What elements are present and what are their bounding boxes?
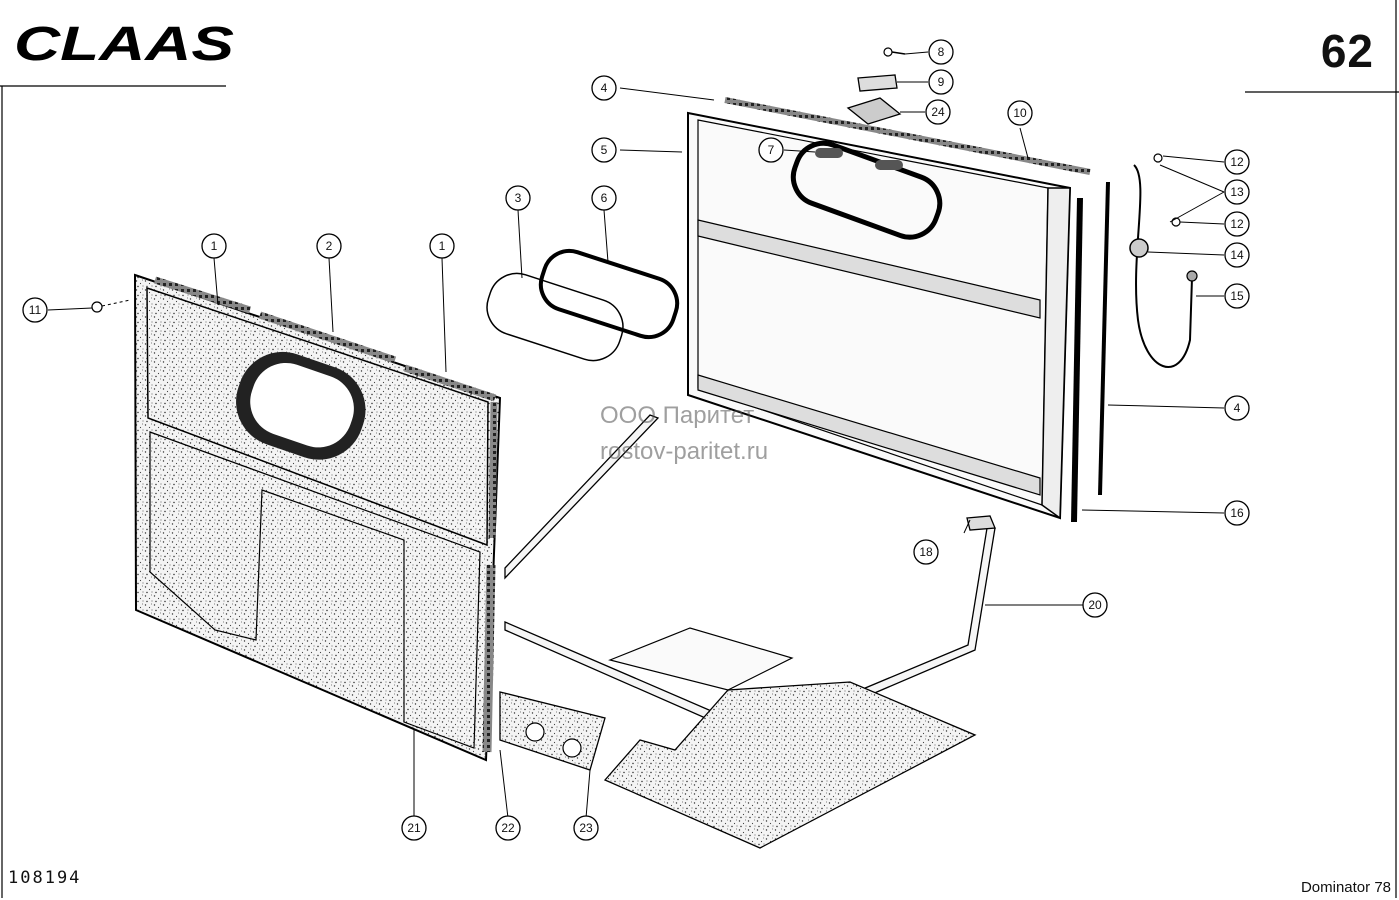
callout-label: 24 [931,105,945,119]
callout-bubble [758,137,784,163]
callout-label: 9 [938,75,945,89]
callout-bubble [401,815,427,841]
callout-4: 4 [591,75,617,101]
rear-wall [687,97,1091,520]
callout-8: 8 [928,39,954,65]
callout-bubble [928,39,954,65]
callout-21: 21 [401,815,427,841]
hardware-parts [91,47,906,313]
callout-bubble [1224,149,1250,175]
watermark-company: ООО Паритет [600,402,755,429]
callout-bubble [573,815,599,841]
callout-label: 6 [601,191,608,205]
callout-13: 13 [1224,179,1250,205]
watermark: ООО Паритет rostov-paritet.ru [600,398,768,470]
callout-11: 11 [22,297,48,323]
callout-label: 18 [919,545,933,559]
callout-label: 4 [601,81,608,95]
callout-label: 4 [1234,401,1241,415]
callout-15: 15 [1224,283,1250,309]
callout-bubble [591,185,617,211]
callout-bubble [1224,395,1250,421]
callout-label: 1 [211,239,218,253]
callout-label: 5 [601,143,608,157]
callout-2: 2 [316,233,342,259]
callout-bubble [316,233,342,259]
callout-label: 2 [326,239,333,253]
callout-bubble [1224,211,1250,237]
callout-label: 15 [1230,289,1244,303]
drawing-number: 108194 [8,868,82,888]
page-number: 62 [1320,25,1374,77]
callout-label: 3 [515,191,522,205]
callout-label: 16 [1230,506,1244,520]
callout-4: 4 [1224,395,1250,421]
callout-label: 11 [29,303,42,317]
floor-frame [499,414,996,849]
callout-18: 18 [913,539,939,565]
callout-24: 24 [925,99,951,125]
callout-label: 10 [1013,106,1027,120]
callout-bubble [1224,242,1250,268]
callout-12: 12 [1224,149,1250,175]
callout-3: 3 [505,185,531,211]
callout-9: 9 [928,69,954,95]
callout-label: 20 [1088,598,1102,612]
claas-logo-text: CLAAS [14,18,234,68]
callout-label: 22 [501,821,515,835]
callout-bubble [1224,500,1250,526]
model-name: Dominator 78 [1300,879,1391,896]
callout-label: 21 [407,821,421,835]
window-glass [486,248,680,362]
side-panel [133,273,502,762]
callout-23: 23 [573,815,599,841]
callout-16: 16 [1224,500,1250,526]
callout-5: 5 [591,137,617,163]
claas-logo: CLAAS [14,18,234,68]
callout-bubble [201,233,227,259]
callout-6: 6 [591,185,617,211]
callout-1: 1 [201,233,227,259]
callout-bubble [928,69,954,95]
callout-label: 1 [439,239,446,253]
callout-bubble [505,185,531,211]
callout-label: 7 [768,143,775,157]
callout-14: 14 [1224,242,1250,268]
callout-10: 10 [1007,100,1033,126]
callout-bubble [429,233,455,259]
callout-label: 13 [1230,185,1244,199]
callout-bubble [913,539,939,565]
callout-7: 7 [758,137,784,163]
callout-bubble [1007,100,1033,126]
callout-12: 12 [1224,211,1250,237]
callout-bubble [1224,283,1250,309]
callout-label: 23 [579,821,593,835]
callout-20: 20 [1082,592,1108,618]
seal-strips-and-cable [1071,153,1198,523]
watermark-website: rostov-paritet.ru [600,438,769,465]
callout-label: 12 [1230,217,1244,231]
callout-label: 14 [1230,248,1244,262]
callout-bubble [495,815,521,841]
callout-label: 12 [1230,155,1244,169]
callout-bubble [591,137,617,163]
callout-bubble [925,99,951,125]
callout-1: 1 [429,233,455,259]
callout-bubble [22,297,48,323]
callout-label: 8 [938,45,945,59]
callout-bubble [1082,592,1108,618]
callout-bubble [591,75,617,101]
leader-lines [47,51,1225,819]
callout-22: 22 [495,815,521,841]
callout-bubble [1224,179,1250,205]
